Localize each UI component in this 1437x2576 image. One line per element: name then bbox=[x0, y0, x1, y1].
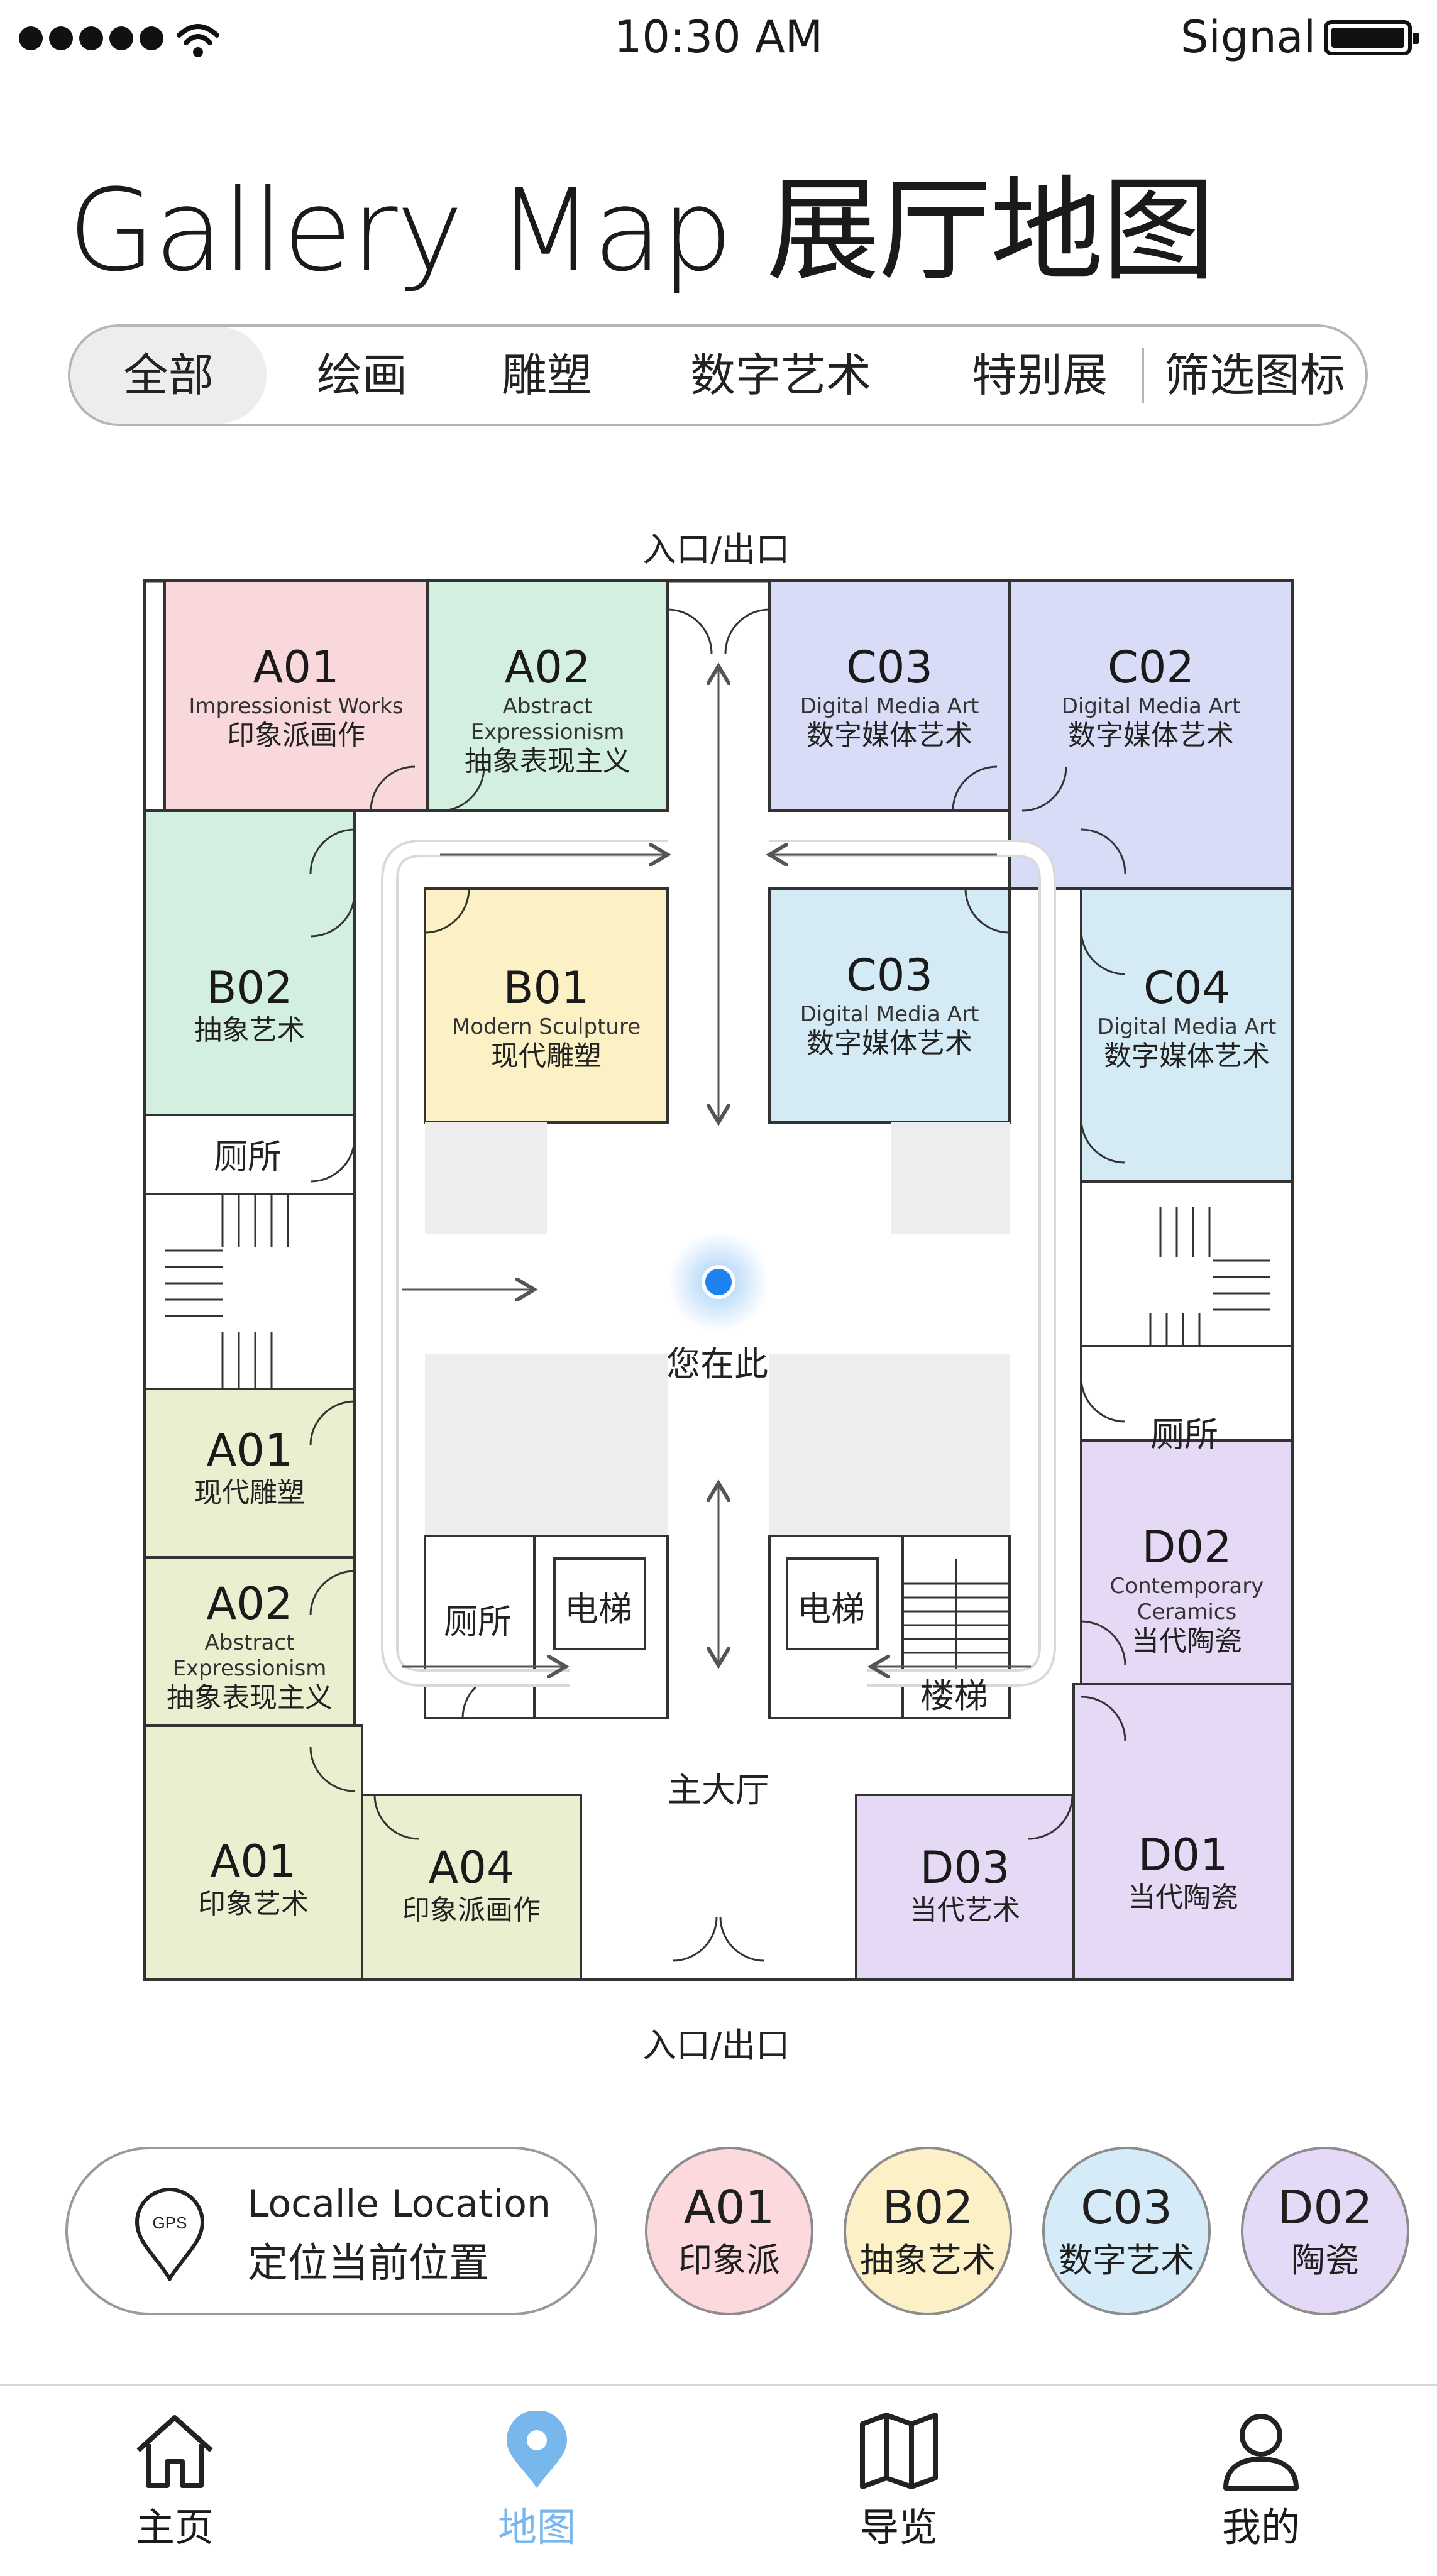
carrier-label: Signal bbox=[1181, 11, 1316, 63]
room-shape-b01 bbox=[424, 887, 669, 1124]
tab-bar: 主页 地图 导览 我的 bbox=[0, 2384, 1437, 2576]
entrance-top-label: 入口/出口 bbox=[642, 530, 790, 569]
filter-all[interactable]: 全部 bbox=[70, 327, 267, 424]
signal-dots-icon bbox=[19, 26, 163, 50]
room-shape-c03-top bbox=[768, 579, 1011, 812]
locate-label-cn: 定位当前位置 bbox=[248, 2240, 489, 2287]
room-shape-d03 bbox=[855, 1794, 1075, 1981]
tab-guide[interactable]: 导览 bbox=[817, 2411, 981, 2552]
filter-bar: 全部 绘画 雕塑 数字艺术 特别展 筛选图标 bbox=[68, 324, 1368, 426]
locate-label-en: Localle Location bbox=[248, 2182, 551, 2226]
tab-home[interactable]: 主页 bbox=[93, 2411, 256, 2552]
restroom-right: 厕所 bbox=[1150, 1415, 1218, 1454]
entrance-bottom-label: 入口/出口 bbox=[642, 2025, 790, 2065]
room-shape-c02 bbox=[1008, 579, 1294, 890]
restroom-left: 厕所 bbox=[214, 1137, 282, 1176]
map-icon bbox=[860, 2413, 938, 2489]
room-shape-a02-mid bbox=[143, 1556, 356, 1727]
room-shape-d02 bbox=[1080, 1439, 1294, 1685]
locate-button[interactable]: GPS Localle Location 定位当前位置 bbox=[65, 2147, 597, 2315]
you-are-here-dot bbox=[702, 1265, 735, 1299]
user-icon bbox=[1223, 2414, 1299, 2491]
tab-map[interactable]: 地图 bbox=[455, 2411, 619, 2552]
filter-sculpture[interactable]: 雕塑 bbox=[501, 349, 592, 402]
main-hall-label: 主大厅 bbox=[668, 1770, 769, 1810]
page-title: Gallery Map 展厅地图 bbox=[68, 165, 1215, 297]
gps-text: GPS bbox=[153, 2213, 187, 2232]
room-shape-a04 bbox=[361, 1794, 582, 1981]
gps-pin-icon: GPS bbox=[135, 2188, 205, 2281]
filter-painting[interactable]: 绘画 bbox=[316, 349, 407, 402]
tab-profile[interactable]: 我的 bbox=[1179, 2411, 1343, 2552]
room-shape-a01-mid bbox=[143, 1388, 356, 1559]
stairs-label: 楼梯 bbox=[920, 1676, 988, 1716]
map-pin-icon bbox=[507, 2411, 567, 2488]
room-shape-c04 bbox=[1080, 887, 1294, 1183]
clock: 10:30 AM bbox=[614, 11, 823, 63]
restroom-inner: 厕所 bbox=[444, 1602, 512, 1642]
battery-icon bbox=[1324, 20, 1419, 55]
you-are-here-label: 您在此 bbox=[666, 1344, 768, 1384]
room-shape-a02-top bbox=[426, 579, 669, 812]
floor-map-graphic bbox=[143, 579, 1294, 1981]
elevator-right: 电梯 bbox=[797, 1589, 865, 1629]
elevator-left: 电梯 bbox=[564, 1589, 632, 1629]
filter-icon-button[interactable]: 筛选图标 bbox=[1164, 349, 1345, 402]
filter-divider bbox=[1142, 348, 1144, 403]
status-bar: 10:30 AM Signal bbox=[0, 0, 1437, 82]
room-shape-a01-bottom bbox=[143, 1724, 363, 1981]
filter-digital-art[interactable]: 数字艺术 bbox=[690, 349, 871, 402]
wifi-icon bbox=[177, 24, 219, 57]
room-shape-c03-inner bbox=[768, 887, 1011, 1124]
home-icon bbox=[136, 2415, 213, 2488]
filter-special[interactable]: 特别展 bbox=[971, 349, 1108, 402]
